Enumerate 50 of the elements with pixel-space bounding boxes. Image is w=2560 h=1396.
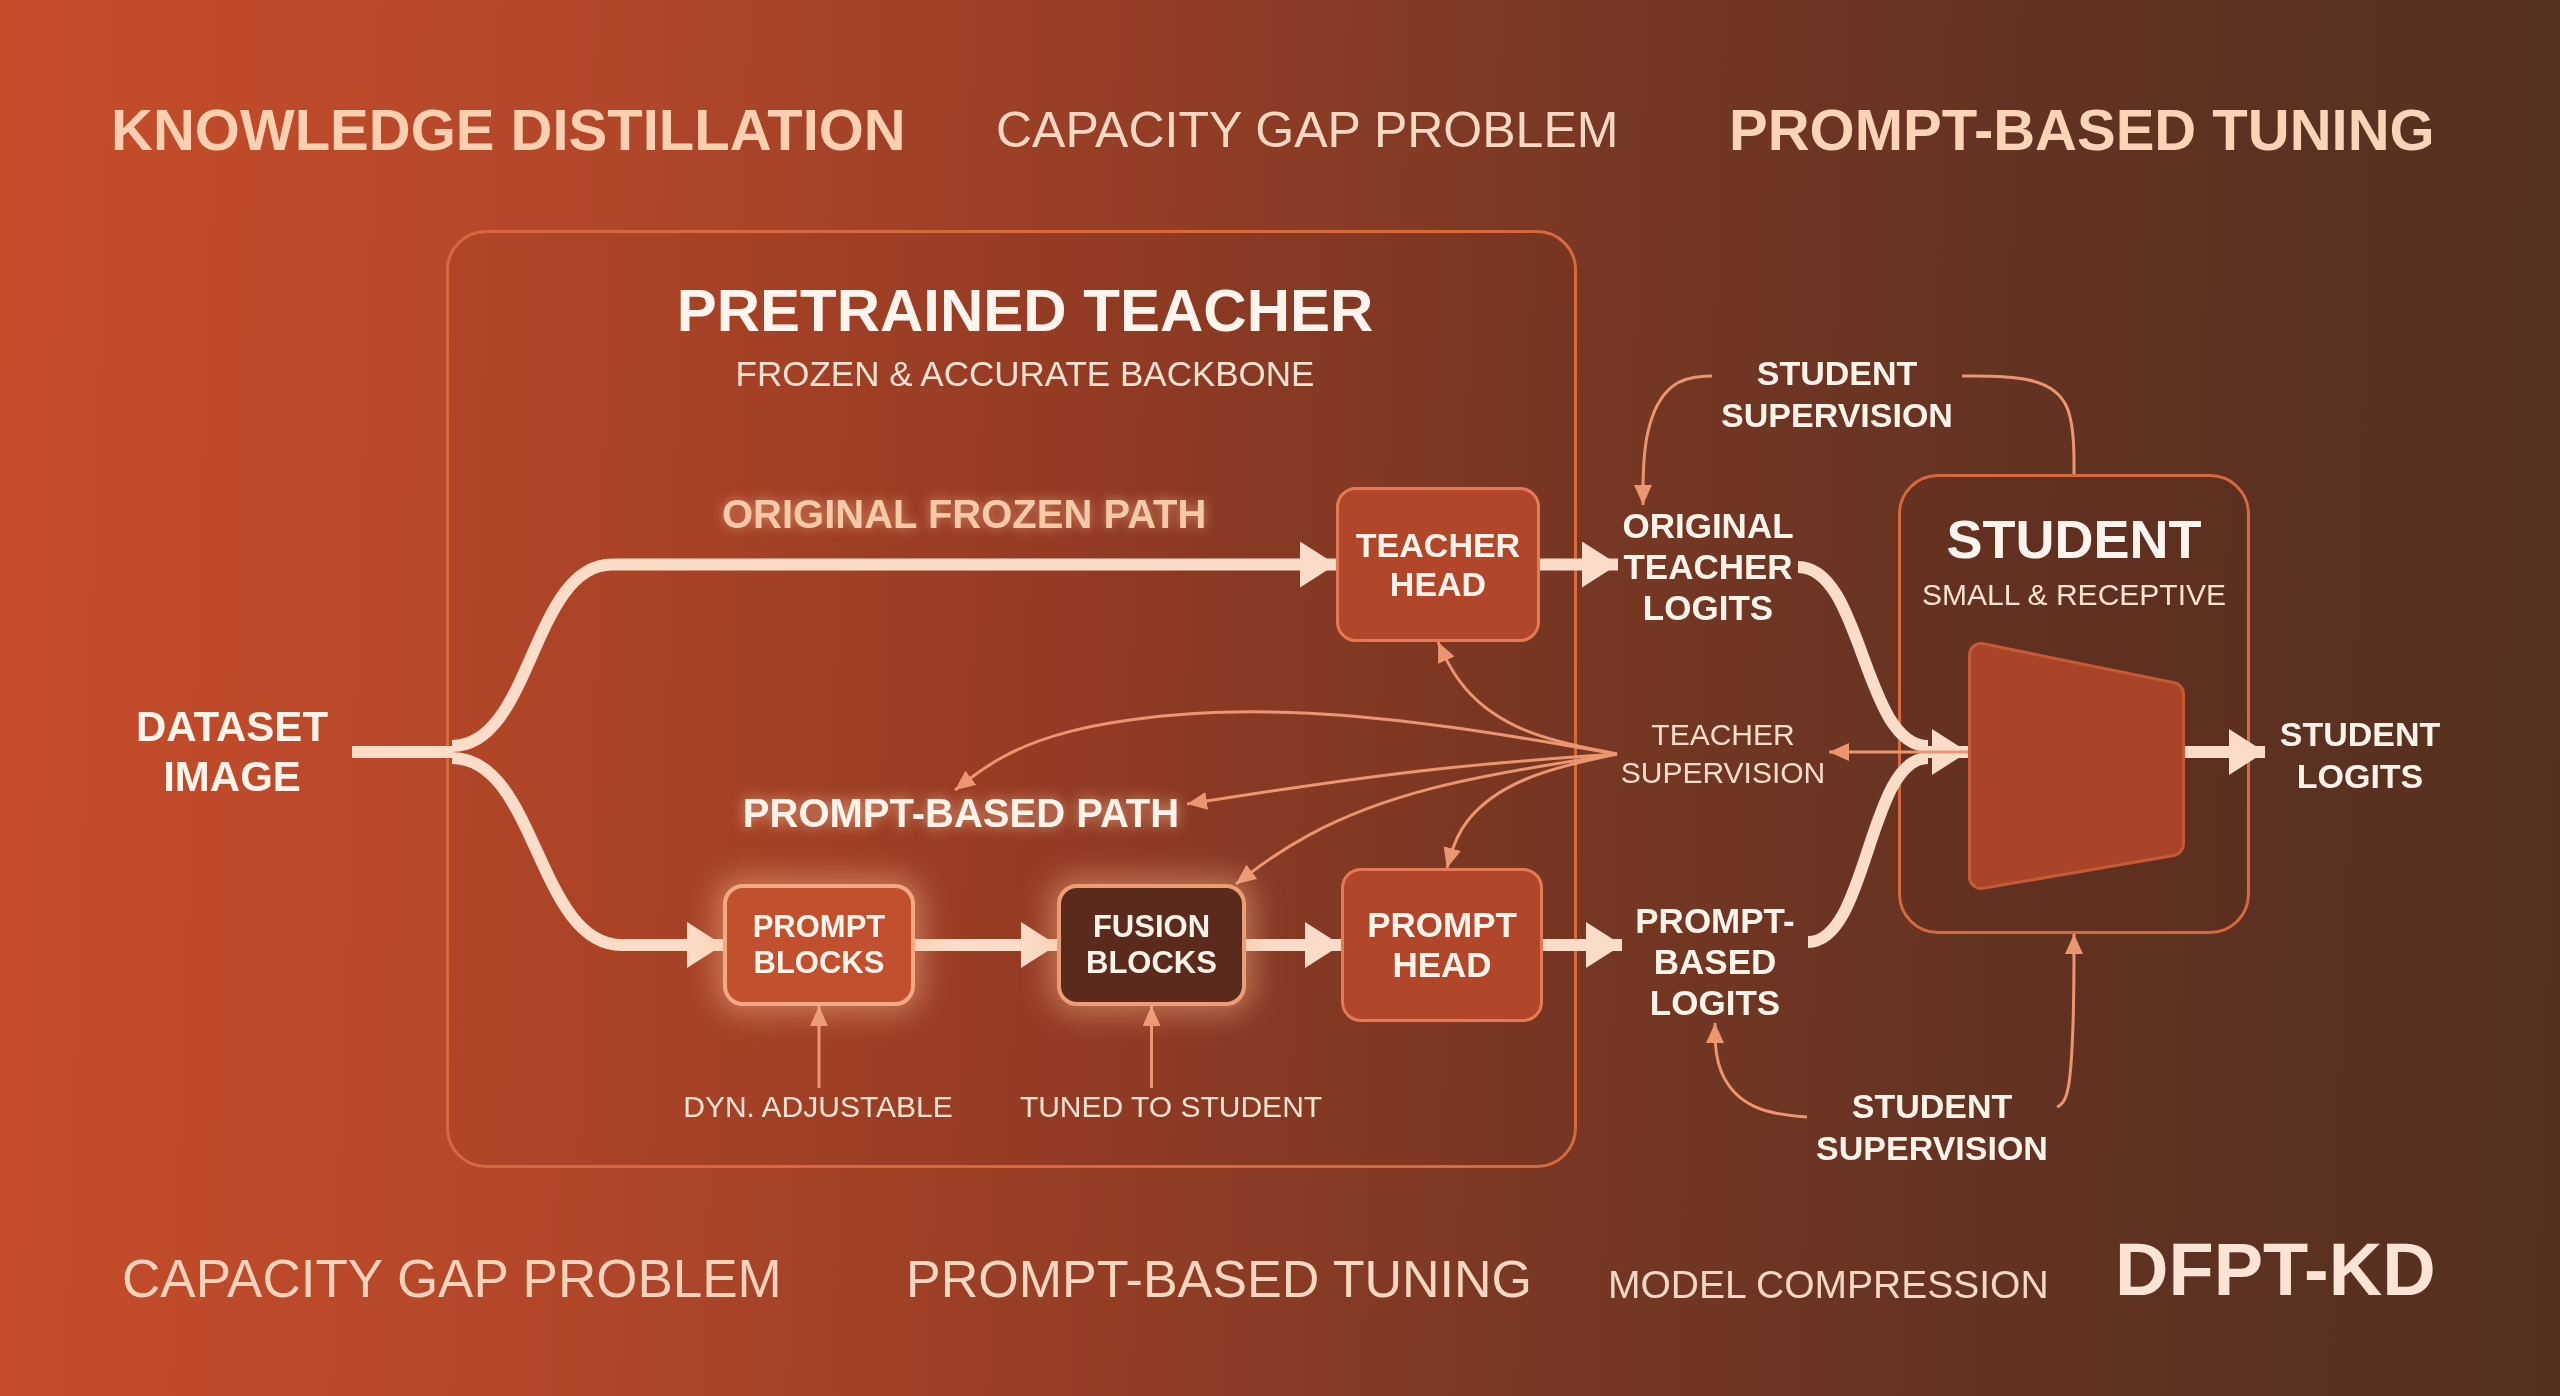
supervision-label: TEACHER SUPERVISION [1617, 716, 1829, 792]
panel-subtitle: SMALL & RECEPTIVE [1922, 577, 2226, 613]
method-title: DFPT-KD [2115, 1226, 2436, 1313]
keyword-label: KNOWLEDGE DISTILLATION [111, 96, 906, 165]
output-label: STUDENT LOGITS [2265, 713, 2455, 797]
process-block [1341, 868, 1543, 1022]
flow-arrow [2185, 729, 2265, 775]
path-label: ORIGINAL FROZEN PATH [722, 491, 1207, 538]
logits-label: PROMPT-BASED LOGITS [1622, 900, 1808, 1023]
student-panel [1898, 474, 2250, 934]
arrow [1142, 1006, 1161, 1088]
process-label: PROMPT BLOCKS [751, 909, 887, 981]
flow-line [1806, 752, 1930, 948]
keyword-label: MODEL COMPRESSION [1608, 1261, 2049, 1308]
annotation-label: DYN. ADJUSTABLE [668, 1088, 968, 1126]
flow-arrow [1246, 922, 1341, 968]
process-label: TEACHER HEAD [1354, 525, 1522, 604]
flow-arrow [915, 922, 1057, 968]
arrow [2056, 934, 2083, 1109]
network-trapezoid [1968, 642, 2185, 890]
annotation-label: TUNED TO STUDENT [1008, 1088, 1334, 1126]
process-label: PROMPT HEAD [1366, 905, 1518, 985]
teacher-panel [446, 230, 1577, 1168]
process-block [1336, 487, 1540, 642]
arrow [1829, 743, 1968, 761]
arrow [1443, 752, 1618, 869]
supervision-label: STUDENT SUPERVISION [1712, 352, 1962, 436]
process-label: FUSION BLOCKS [1085, 909, 1218, 981]
panel-subtitle: FROZEN & ACCURATE BACKBONE [735, 353, 1315, 395]
panel-title: STUDENT [1946, 508, 2202, 571]
flow-arrow [1540, 541, 1618, 588]
path-label: PROMPT-BASED PATH [735, 790, 1187, 836]
flow-arrow [450, 752, 723, 968]
input-label: DATASET IMAGE [112, 702, 352, 802]
flow-arrow [1543, 922, 1622, 968]
arrow [1706, 1023, 1808, 1119]
process-block [723, 884, 915, 1006]
process-block [1057, 884, 1246, 1006]
arrow [1634, 374, 1713, 505]
connector-line [1962, 374, 2076, 474]
supervision-label: STUDENT SUPERVISION [1807, 1085, 2057, 1169]
panel-title: PRETRAINED TEACHER [676, 276, 1374, 346]
arrow [810, 1006, 828, 1088]
flow-line [352, 746, 452, 758]
keyword-label: PROMPT-BASED TUNING [906, 1248, 1532, 1310]
keyword-label: PROMPT-BASED TUNING [1729, 96, 2435, 165]
logits-label: ORIGINAL TEACHER LOGITS [1618, 505, 1798, 628]
keyword-label: CAPACITY GAP PROBLEM [996, 101, 1619, 160]
keyword-label: CAPACITY GAP PROBLEM [122, 1248, 782, 1311]
flow-arrow [450, 541, 1336, 752]
